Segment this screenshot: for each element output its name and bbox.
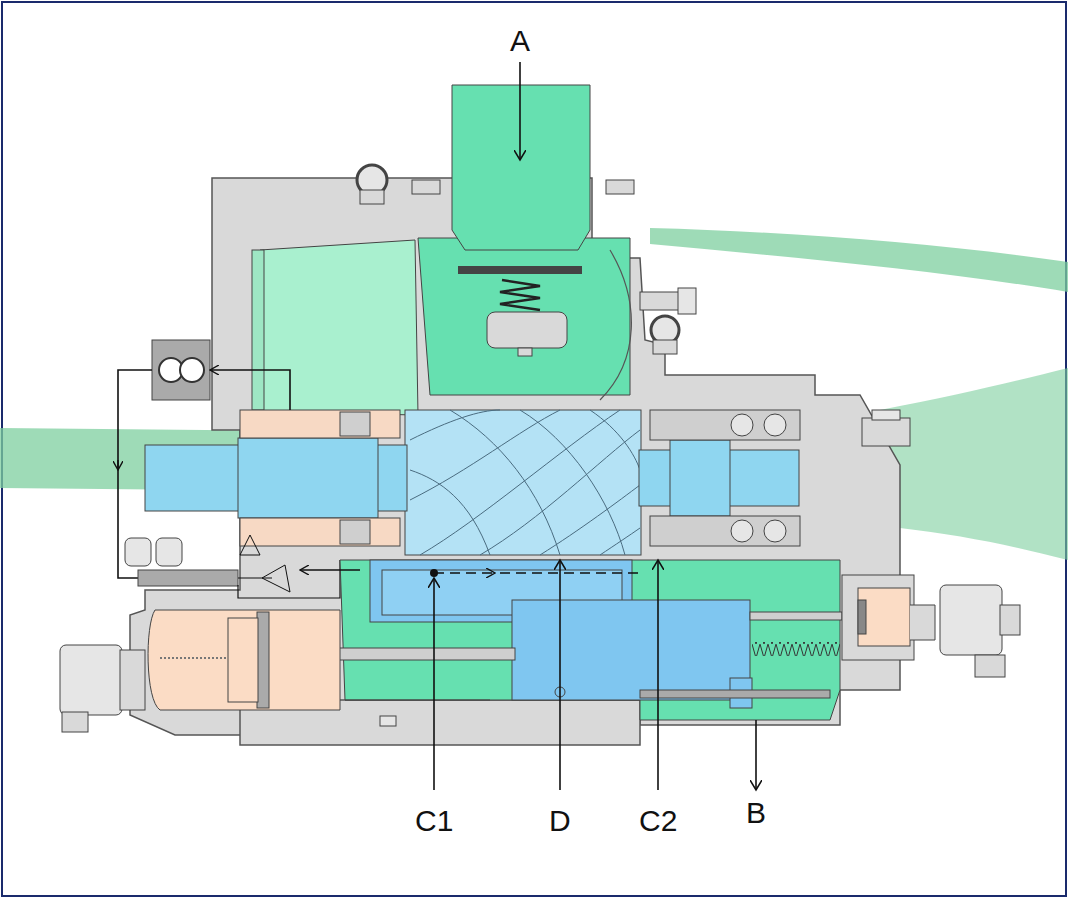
- callout-letter: C2: [639, 806, 677, 836]
- callout-letter: C1: [415, 806, 453, 836]
- callout-letter: D: [549, 806, 571, 836]
- callout-letter: B: [746, 798, 766, 828]
- callout-letter: A: [510, 26, 530, 56]
